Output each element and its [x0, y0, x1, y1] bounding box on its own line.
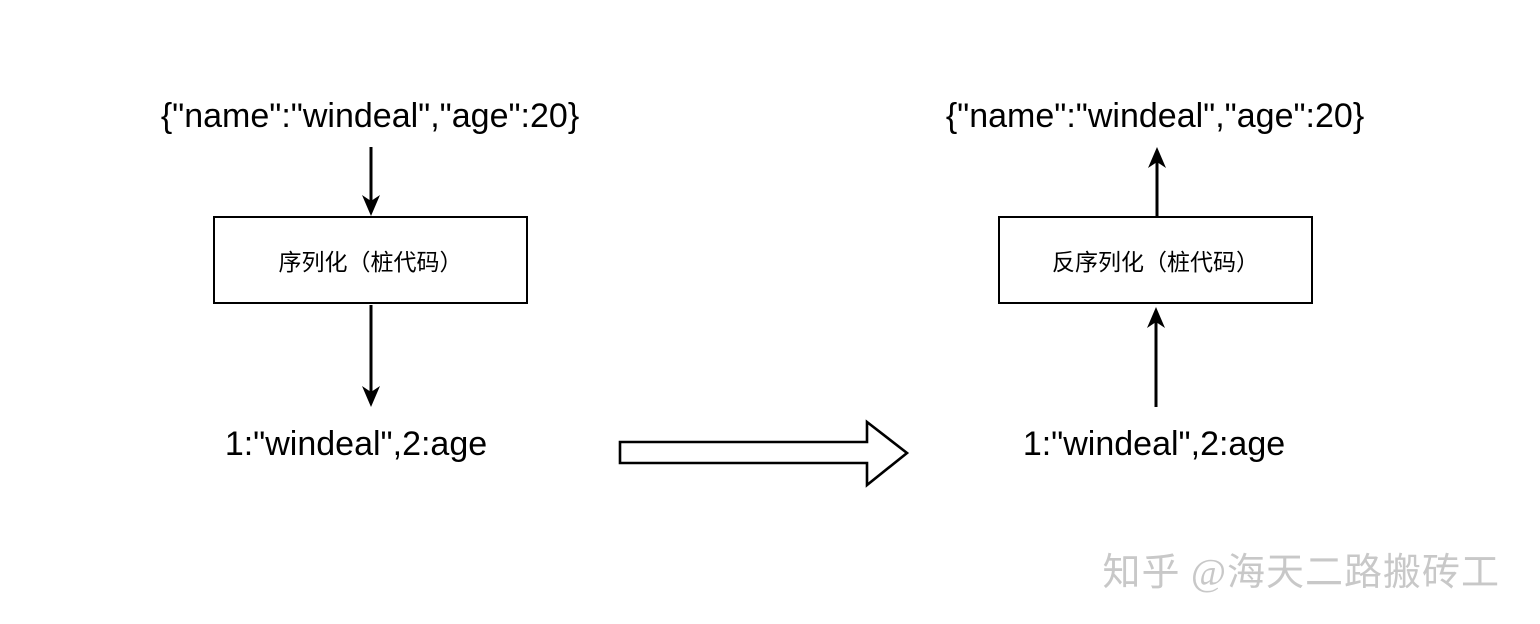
deserialize-box-label: 反序列化（桩代码） — [1052, 249, 1259, 275]
serialize-input-json: {"name":"windeal","age":20} — [160, 97, 580, 135]
serialize-box: 序列化（桩代码） — [213, 216, 528, 304]
serialize-box-label: 序列化（桩代码） — [278, 249, 463, 275]
deserialize-input-arrow — [1147, 307, 1165, 407]
serialize-output-arrow — [362, 305, 380, 407]
deserialize-output-arrow — [1148, 147, 1166, 216]
transform-right-arrow-icon — [618, 419, 910, 488]
deserialize-output-json: {"name":"windeal","age":20} — [945, 97, 1365, 135]
deserialize-input-bytes: 1:"windeal",2:age — [1022, 425, 1286, 463]
watermark: 知乎 @海天二路搬砖工 — [1102, 552, 1500, 594]
serialize-output-bytes: 1:"windeal",2:age — [224, 425, 488, 463]
serialize-input-arrow — [362, 147, 380, 216]
deserialize-box: 反序列化（桩代码） — [998, 216, 1313, 304]
